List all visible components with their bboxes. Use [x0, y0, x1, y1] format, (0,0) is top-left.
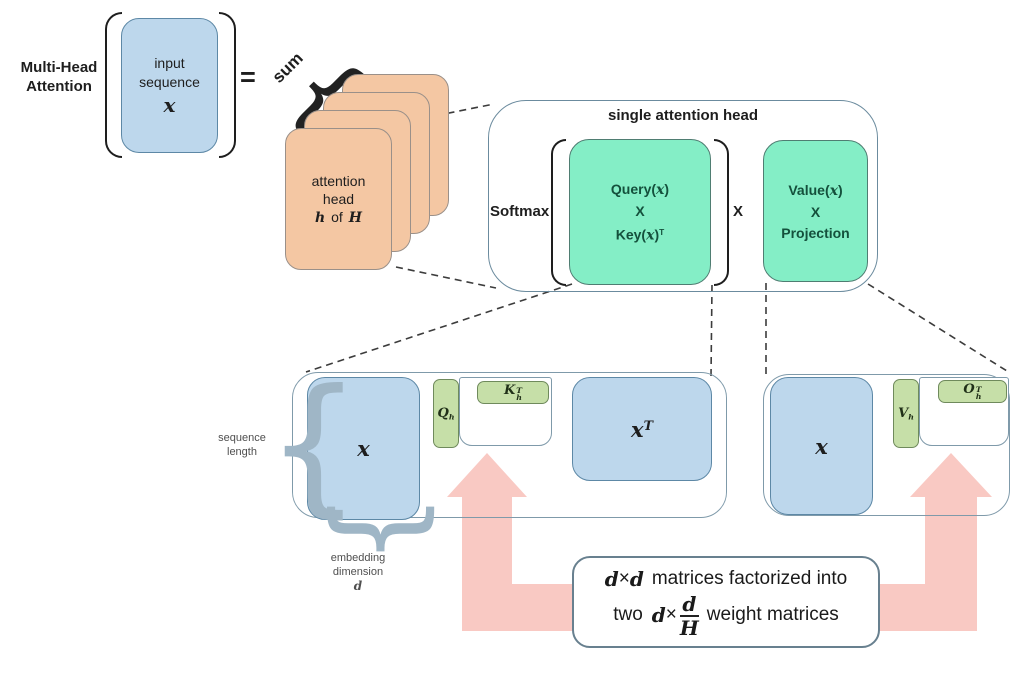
input-matrix-bracket-right	[219, 12, 236, 158]
head-of-text: of	[331, 208, 343, 225]
q-weight-label: Qh	[437, 405, 455, 422]
query-key-matrix: Query(x) X Key(x)T	[569, 139, 711, 285]
xt-matrix: xT	[572, 377, 712, 481]
v-weight-label: Vh	[898, 405, 914, 422]
right-x-matrix: x	[770, 377, 873, 515]
dashed-qk-to-left-group-left	[305, 283, 573, 373]
head-card-formula: h of H	[315, 209, 362, 226]
sequence-length-label: sequence length	[218, 432, 266, 458]
q-weight-bar: Qh	[433, 379, 459, 448]
qk-operator: X	[635, 202, 645, 219]
vp-operator: X	[810, 203, 821, 220]
head-card-line2: head	[322, 190, 355, 207]
diagram-title-line2: Attention	[26, 78, 92, 95]
dashed-stack-to-head-bottom	[395, 266, 497, 289]
dashed-qk-to-left-group-right	[710, 284, 713, 378]
qk-bracket-right	[714, 139, 729, 286]
dashed-vp-to-right-group-right	[867, 283, 1008, 372]
single-attention-head-box	[488, 100, 878, 292]
right-factor-container	[763, 374, 1010, 516]
head-total-H: H	[348, 209, 362, 226]
input-sequence-matrix: input sequence x	[121, 18, 218, 153]
attention-head-card-front: attention head h of H	[285, 128, 392, 270]
right-x-symbol: x	[815, 433, 828, 459]
xt-symbol: xT	[631, 416, 653, 442]
softmax-label: Softmax	[490, 203, 550, 220]
diagram-title: Multi-Head Attention	[8, 58, 110, 96]
qk-row1: Query(x)	[610, 180, 670, 198]
input-matrix-bracket-left	[105, 12, 122, 158]
head-card-line1: attention	[311, 172, 366, 189]
input-matrix-label-line1: input	[154, 54, 185, 71]
sequence-length-brace: {	[266, 358, 362, 532]
diagram-title-line1: Multi-Head	[20, 59, 98, 76]
left-factor-container	[292, 372, 727, 518]
qk-bracket-left	[551, 139, 566, 286]
vp-row1: Value(x)	[788, 181, 843, 199]
head-index-h: h	[315, 209, 326, 226]
input-matrix-label-line2: sequence	[139, 73, 200, 90]
embedding-dimension-label: embedding dimension d	[330, 552, 386, 593]
equals-sign: =	[240, 62, 256, 92]
left-x-matrix: x	[307, 377, 420, 520]
multiply-sign: X	[733, 203, 744, 220]
input-matrix-symbol: x	[163, 92, 176, 117]
value-projection-matrix: Value(x) X Projection	[763, 140, 868, 282]
left-x-symbol: x	[357, 436, 370, 461]
note-line1: d×d matrices factorized into	[604, 566, 848, 591]
qk-row3: Key(x)T	[615, 226, 665, 244]
vp-row3: Projection	[781, 224, 850, 241]
single-head-title: single attention head	[607, 107, 758, 124]
v-weight-bar: Vh	[893, 379, 919, 448]
